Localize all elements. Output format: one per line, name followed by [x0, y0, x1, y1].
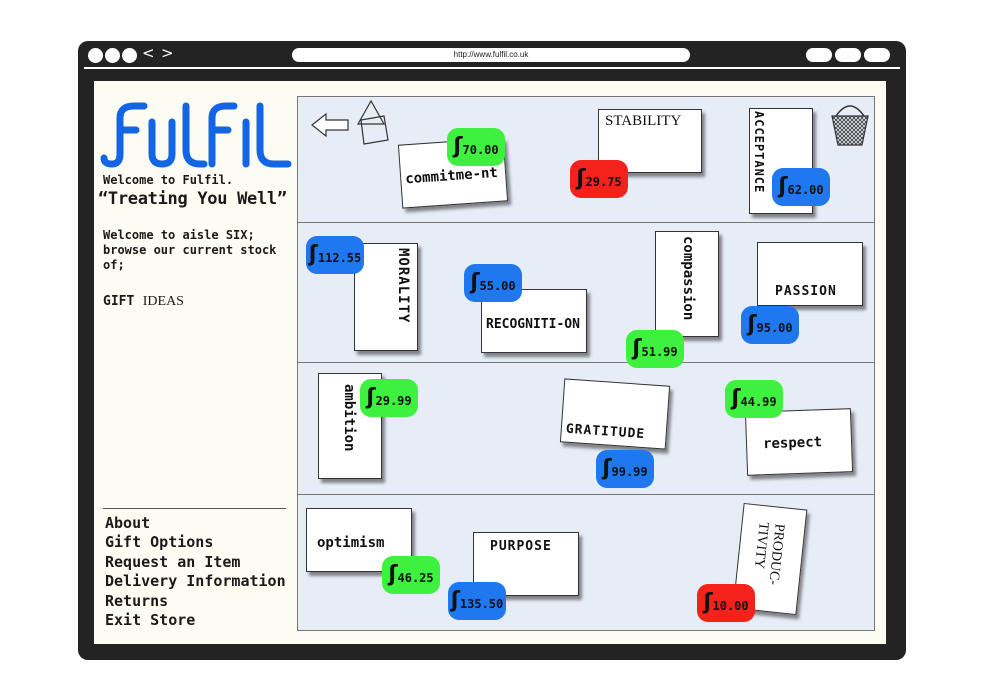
product-card-recognition[interactable]: RECOGNITI-ON: [481, 289, 587, 353]
product-name: ambition: [341, 384, 357, 452]
aisle-text: Welcome to aisle SIX; browse our current…: [103, 228, 277, 272]
price-value: 62.00: [787, 183, 824, 197]
price-value: 44.99: [740, 395, 777, 409]
toolbar-button-3[interactable]: [864, 48, 890, 62]
toolbar-button-1[interactable]: [806, 48, 832, 62]
product-name: PASSION: [775, 284, 837, 299]
product-name: ACCEPTANCE: [752, 111, 766, 194]
product-name: MORALITY: [395, 248, 411, 324]
chevron-left-icon[interactable]: <: [142, 44, 155, 62]
price-value: 55.00: [479, 279, 516, 293]
product-name: compassion: [680, 236, 696, 321]
price-value: 29.75: [585, 175, 622, 189]
product-card-morality[interactable]: MORALITY: [354, 243, 418, 351]
arrow-left-icon[interactable]: [310, 112, 350, 138]
product-name: GRATITUDE: [565, 421, 646, 443]
price-symbol-icon: ʃ: [731, 386, 741, 411]
window-close-button[interactable]: [88, 48, 103, 63]
price-value: 46.25: [397, 571, 434, 585]
sidebar-divider: [103, 508, 286, 509]
basket-icon[interactable]: [830, 98, 870, 148]
price-symbol-icon: ʃ: [632, 336, 642, 361]
price-symbol-icon: ʃ: [470, 270, 480, 295]
gift-ideas-heading: GIFT IDEAS: [103, 293, 184, 310]
toolbar-divider: [84, 67, 900, 69]
product-card-gratitude[interactable]: GRATITUDE: [559, 378, 671, 450]
chevron-right-icon[interactable]: >: [161, 44, 174, 62]
price-value: 99.99: [611, 465, 648, 479]
shapes-icon: [356, 99, 389, 145]
price-tag[interactable]: ʃ44.9999.99: [596, 450, 654, 488]
sidebar-menu: About Gift Options Request an Item Deliv…: [105, 514, 286, 630]
url-bar[interactable]: http://www.fulfil.co.uk: [292, 48, 690, 62]
menu-item-about[interactable]: About: [105, 514, 151, 532]
menu-item-delivery-information[interactable]: Delivery Information: [105, 572, 286, 591]
product-name: respect: [762, 434, 823, 453]
price-symbol-icon: ʃ: [388, 562, 398, 587]
price-symbol-icon: ʃ: [450, 588, 460, 613]
price-symbol-icon: ʃ: [602, 456, 612, 481]
window-minimize-button[interactable]: [105, 48, 120, 63]
menu-item-exit-store[interactable]: Exit Store: [105, 611, 196, 630]
product-card-passion[interactable]: PASSION: [757, 242, 863, 306]
product-name: STABILITY: [605, 113, 682, 129]
menu-item-returns[interactable]: Returns: [105, 591, 169, 610]
price-value: 51.99: [641, 345, 678, 359]
product-card-compassion[interactable]: compassion: [655, 231, 719, 337]
toolbar-button-2[interactable]: [835, 48, 861, 62]
price-value: 10.00: [712, 599, 749, 613]
product-name: commitme-nt: [404, 164, 499, 188]
menu-item-request-an-item[interactable]: Request an Item: [105, 552, 241, 571]
product-name: RECOGNITI-ON: [486, 317, 580, 332]
fulfil-logo[interactable]: [100, 98, 294, 168]
price-value: 70.00: [462, 143, 499, 157]
price-symbol-icon: ʃ: [308, 242, 318, 267]
price-value: 135.50: [459, 597, 504, 611]
price-symbol-icon: ʃ: [703, 590, 713, 615]
ideas-label: IDEAS: [142, 294, 184, 309]
price-symbol-icon: ʃ: [453, 134, 463, 159]
tagline: “Treating You Well”: [98, 189, 287, 209]
product-name: PURPOSE: [490, 539, 552, 554]
product-name: optimism: [317, 535, 385, 551]
product-card-respect[interactable]: respect: [744, 408, 854, 476]
welcome-text: Welcome to Fulfil.: [103, 173, 234, 187]
price-value: 112.55: [317, 251, 362, 265]
price-value: 29.99: [375, 394, 412, 408]
price-symbol-icon: ʃ: [778, 174, 788, 199]
menu-item-gift-options[interactable]: Gift Options: [105, 533, 214, 552]
price-symbol-icon: ʃ: [747, 312, 757, 337]
price-symbol-icon: ʃ: [576, 166, 586, 191]
price-value: 95.00: [756, 321, 793, 335]
window-maximize-button[interactable]: [122, 48, 137, 63]
gift-label: GIFT: [103, 294, 135, 309]
price-symbol-icon: ʃ: [366, 385, 376, 410]
